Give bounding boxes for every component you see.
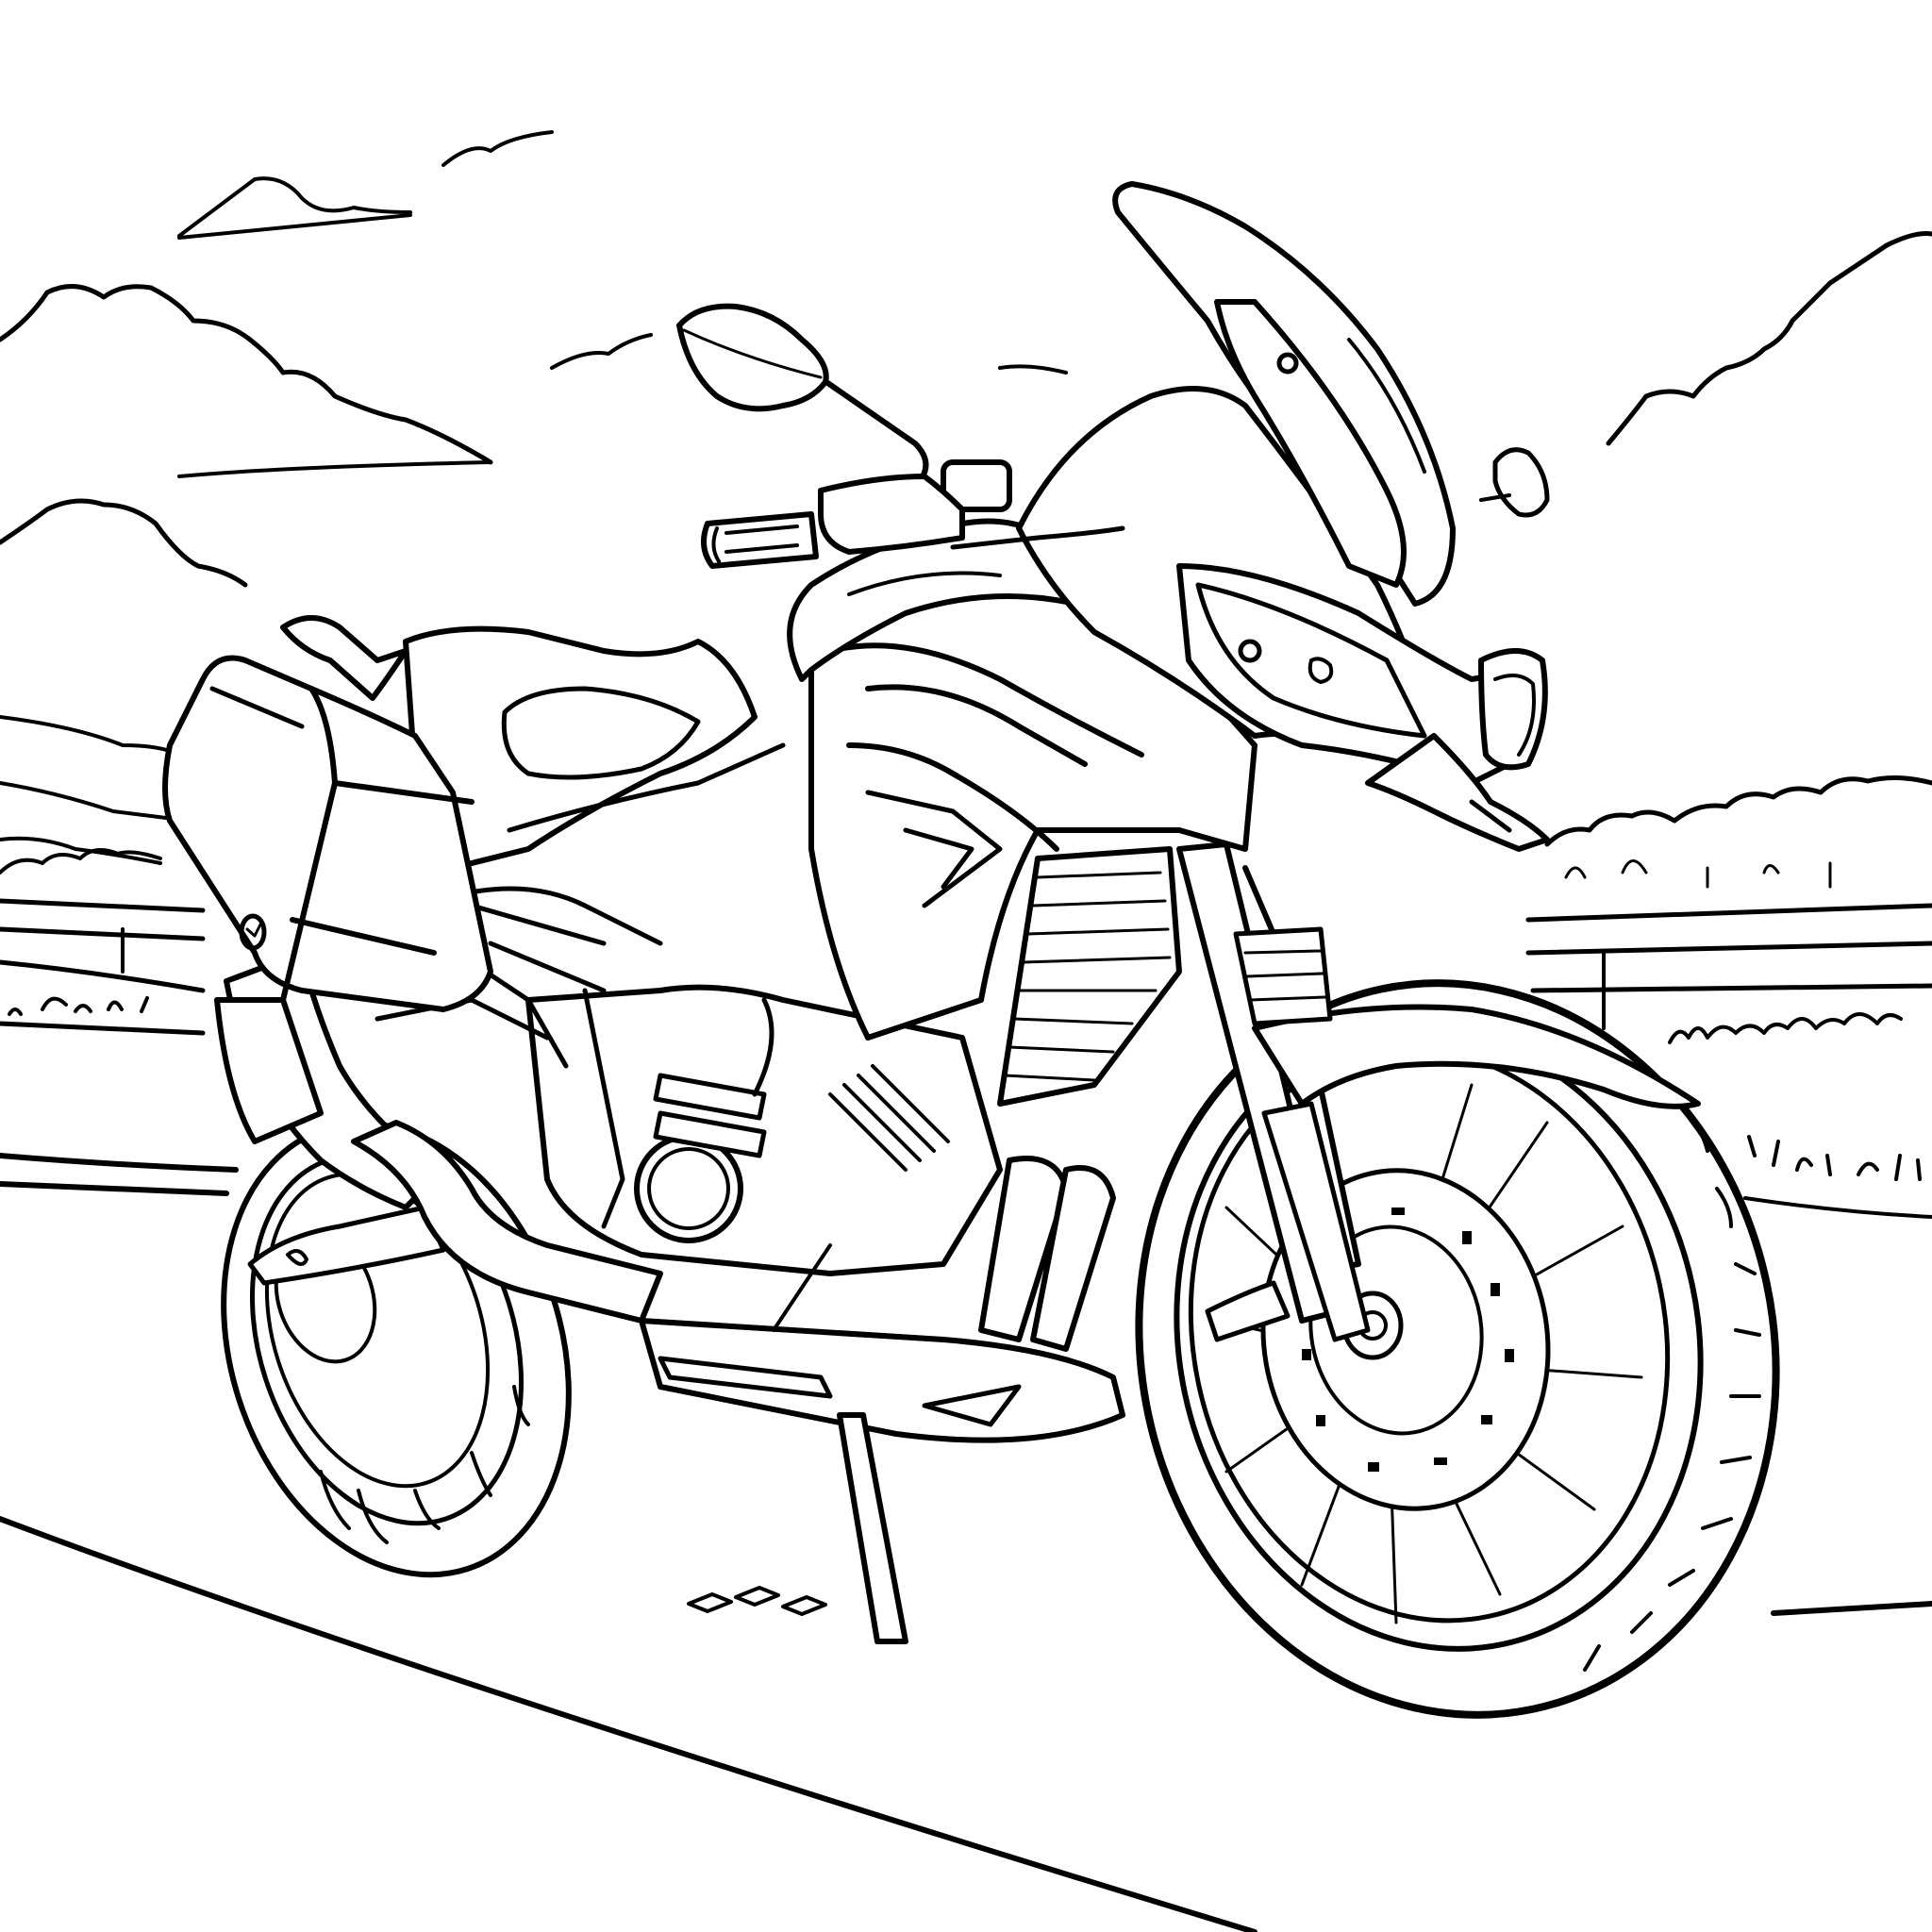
handlebar-mirror bbox=[676, 303, 1125, 569]
background-landscape bbox=[0, 715, 1932, 1219]
windscreen bbox=[1112, 181, 1550, 607]
sky-clouds bbox=[0, 130, 1932, 588]
road bbox=[0, 1153, 1932, 1932]
seat bbox=[280, 615, 786, 871]
fuel-tank-fairing bbox=[787, 386, 1550, 1041]
side-pannier bbox=[162, 655, 493, 1144]
motorcycle-body bbox=[224, 846, 1333, 1644]
